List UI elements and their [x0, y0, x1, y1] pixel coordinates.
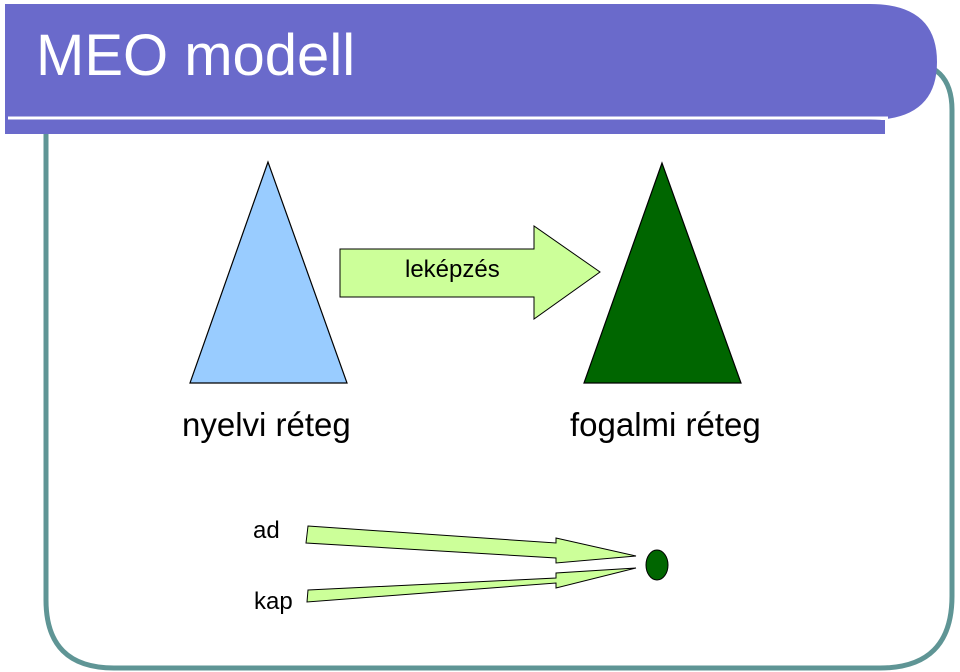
receive-arrow	[306, 567, 637, 603]
give-label: ad	[253, 517, 280, 544]
title-bar-band	[5, 120, 885, 134]
receive-label: kap	[254, 588, 293, 615]
language-layer-triangle	[189, 160, 348, 384]
target-dot	[645, 549, 669, 581]
language-layer-label: nyelvi réteg	[182, 406, 351, 443]
title-bar	[5, 4, 937, 120]
mapping-label: leképzés	[405, 256, 500, 283]
slide-frame	[43, 59, 955, 671]
mapping-arrow	[339, 225, 601, 320]
concept-layer-label: fogalmi réteg	[570, 406, 761, 443]
slide-title: MEO modell	[36, 23, 356, 88]
concept-layer-triangle	[583, 161, 742, 384]
give-arrow	[305, 525, 637, 564]
